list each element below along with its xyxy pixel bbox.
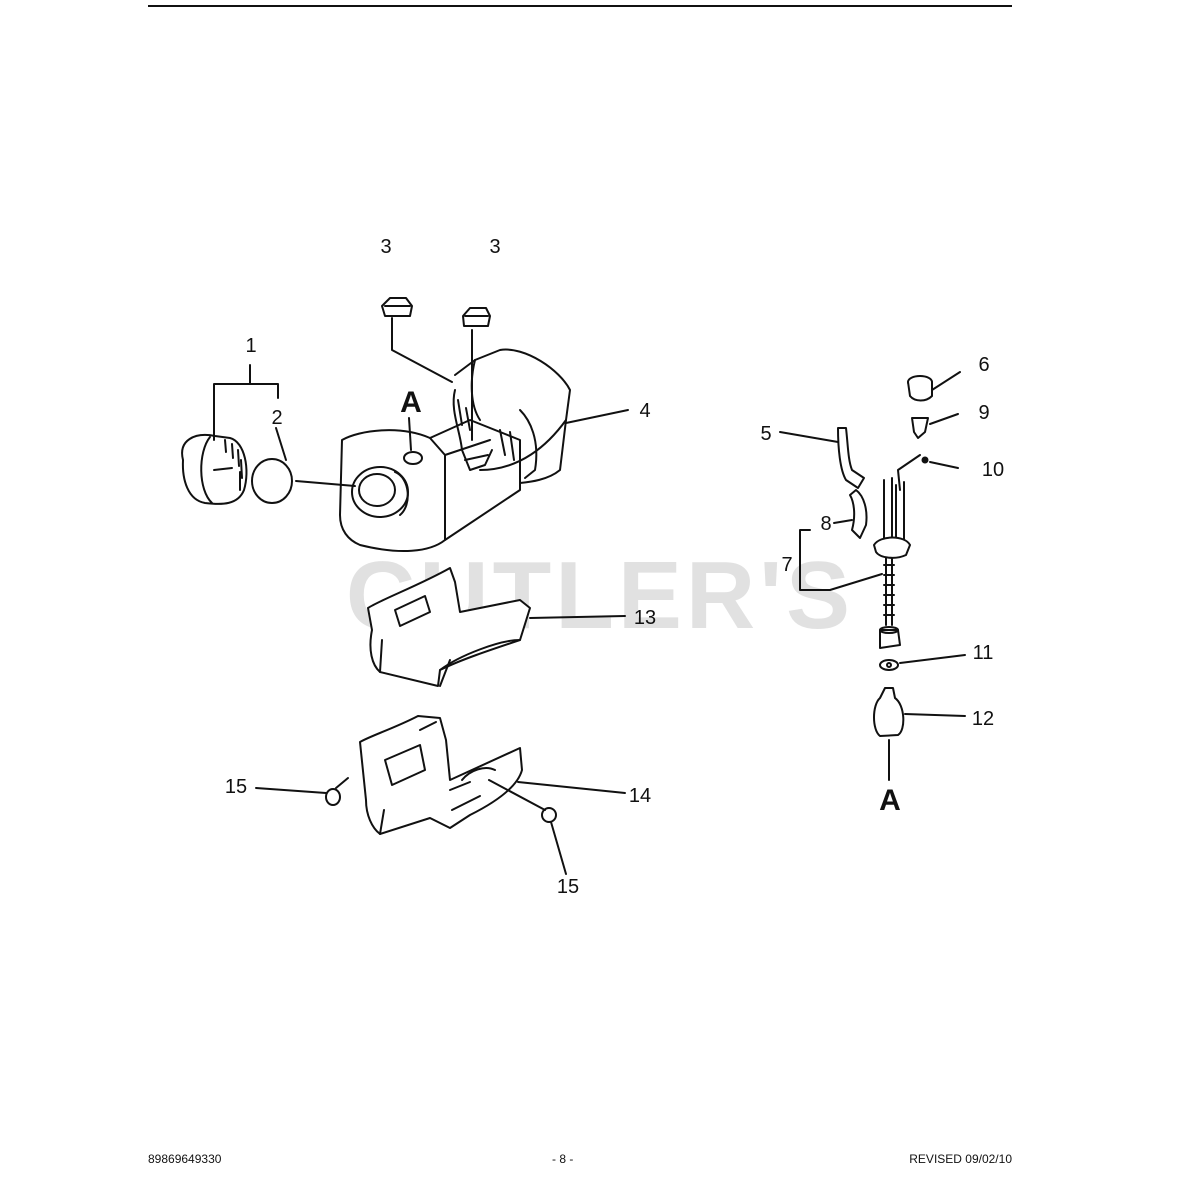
footer-revised-date: REVISED 09/02/10 xyxy=(909,1152,1012,1166)
leader-lines-tank xyxy=(295,317,629,487)
reference-a-tank: A xyxy=(400,386,422,419)
callout-12: 12 xyxy=(972,708,994,730)
callout-7: 7 xyxy=(781,554,792,576)
callout-3-right: 3 xyxy=(489,236,500,258)
footer-part-number: 89869649330 xyxy=(148,1152,222,1166)
callout-10: 10 xyxy=(982,459,1004,481)
callout-9: 9 xyxy=(978,402,989,424)
callout-8: 8 xyxy=(820,513,831,535)
vent-ball xyxy=(897,454,959,491)
callout-5: 5 xyxy=(760,423,771,445)
guard-bracket xyxy=(359,715,523,835)
footer-page-number: - 8 - xyxy=(552,1152,574,1166)
fuel-tank xyxy=(339,348,571,553)
callout-1: 1 xyxy=(245,335,256,357)
reference-a-filter: A xyxy=(879,784,901,817)
callout-14: 14 xyxy=(629,785,651,807)
callout-13: 13 xyxy=(634,607,656,629)
fuel-cap xyxy=(181,434,248,505)
rubber-mount-right xyxy=(462,307,491,327)
callout-15-bottom: 15 xyxy=(557,876,579,898)
vent-hose xyxy=(779,427,865,489)
washer xyxy=(879,654,966,671)
vent-cap xyxy=(907,371,961,402)
top-rule xyxy=(148,5,1012,7)
callout-6: 6 xyxy=(978,354,989,376)
callout-11: 11 xyxy=(973,642,994,664)
rubber-mount-left xyxy=(381,297,413,317)
callout-3-left: 3 xyxy=(380,236,391,258)
cap-gasket xyxy=(251,458,293,504)
callout-2: 2 xyxy=(271,407,282,429)
fuel-line-end xyxy=(879,626,901,649)
leader-14 xyxy=(517,781,626,794)
callout-4: 4 xyxy=(639,400,650,422)
bolt-right xyxy=(488,779,567,875)
fuel-line-assembly xyxy=(799,477,911,626)
vent-valve xyxy=(911,413,959,439)
grommet xyxy=(833,489,868,539)
bolt-left xyxy=(255,777,349,806)
callout-1-bracket xyxy=(213,364,287,461)
fuel-filter xyxy=(873,687,966,781)
callout-15-left: 15 xyxy=(225,776,247,798)
tank-guard-plate xyxy=(367,567,626,687)
